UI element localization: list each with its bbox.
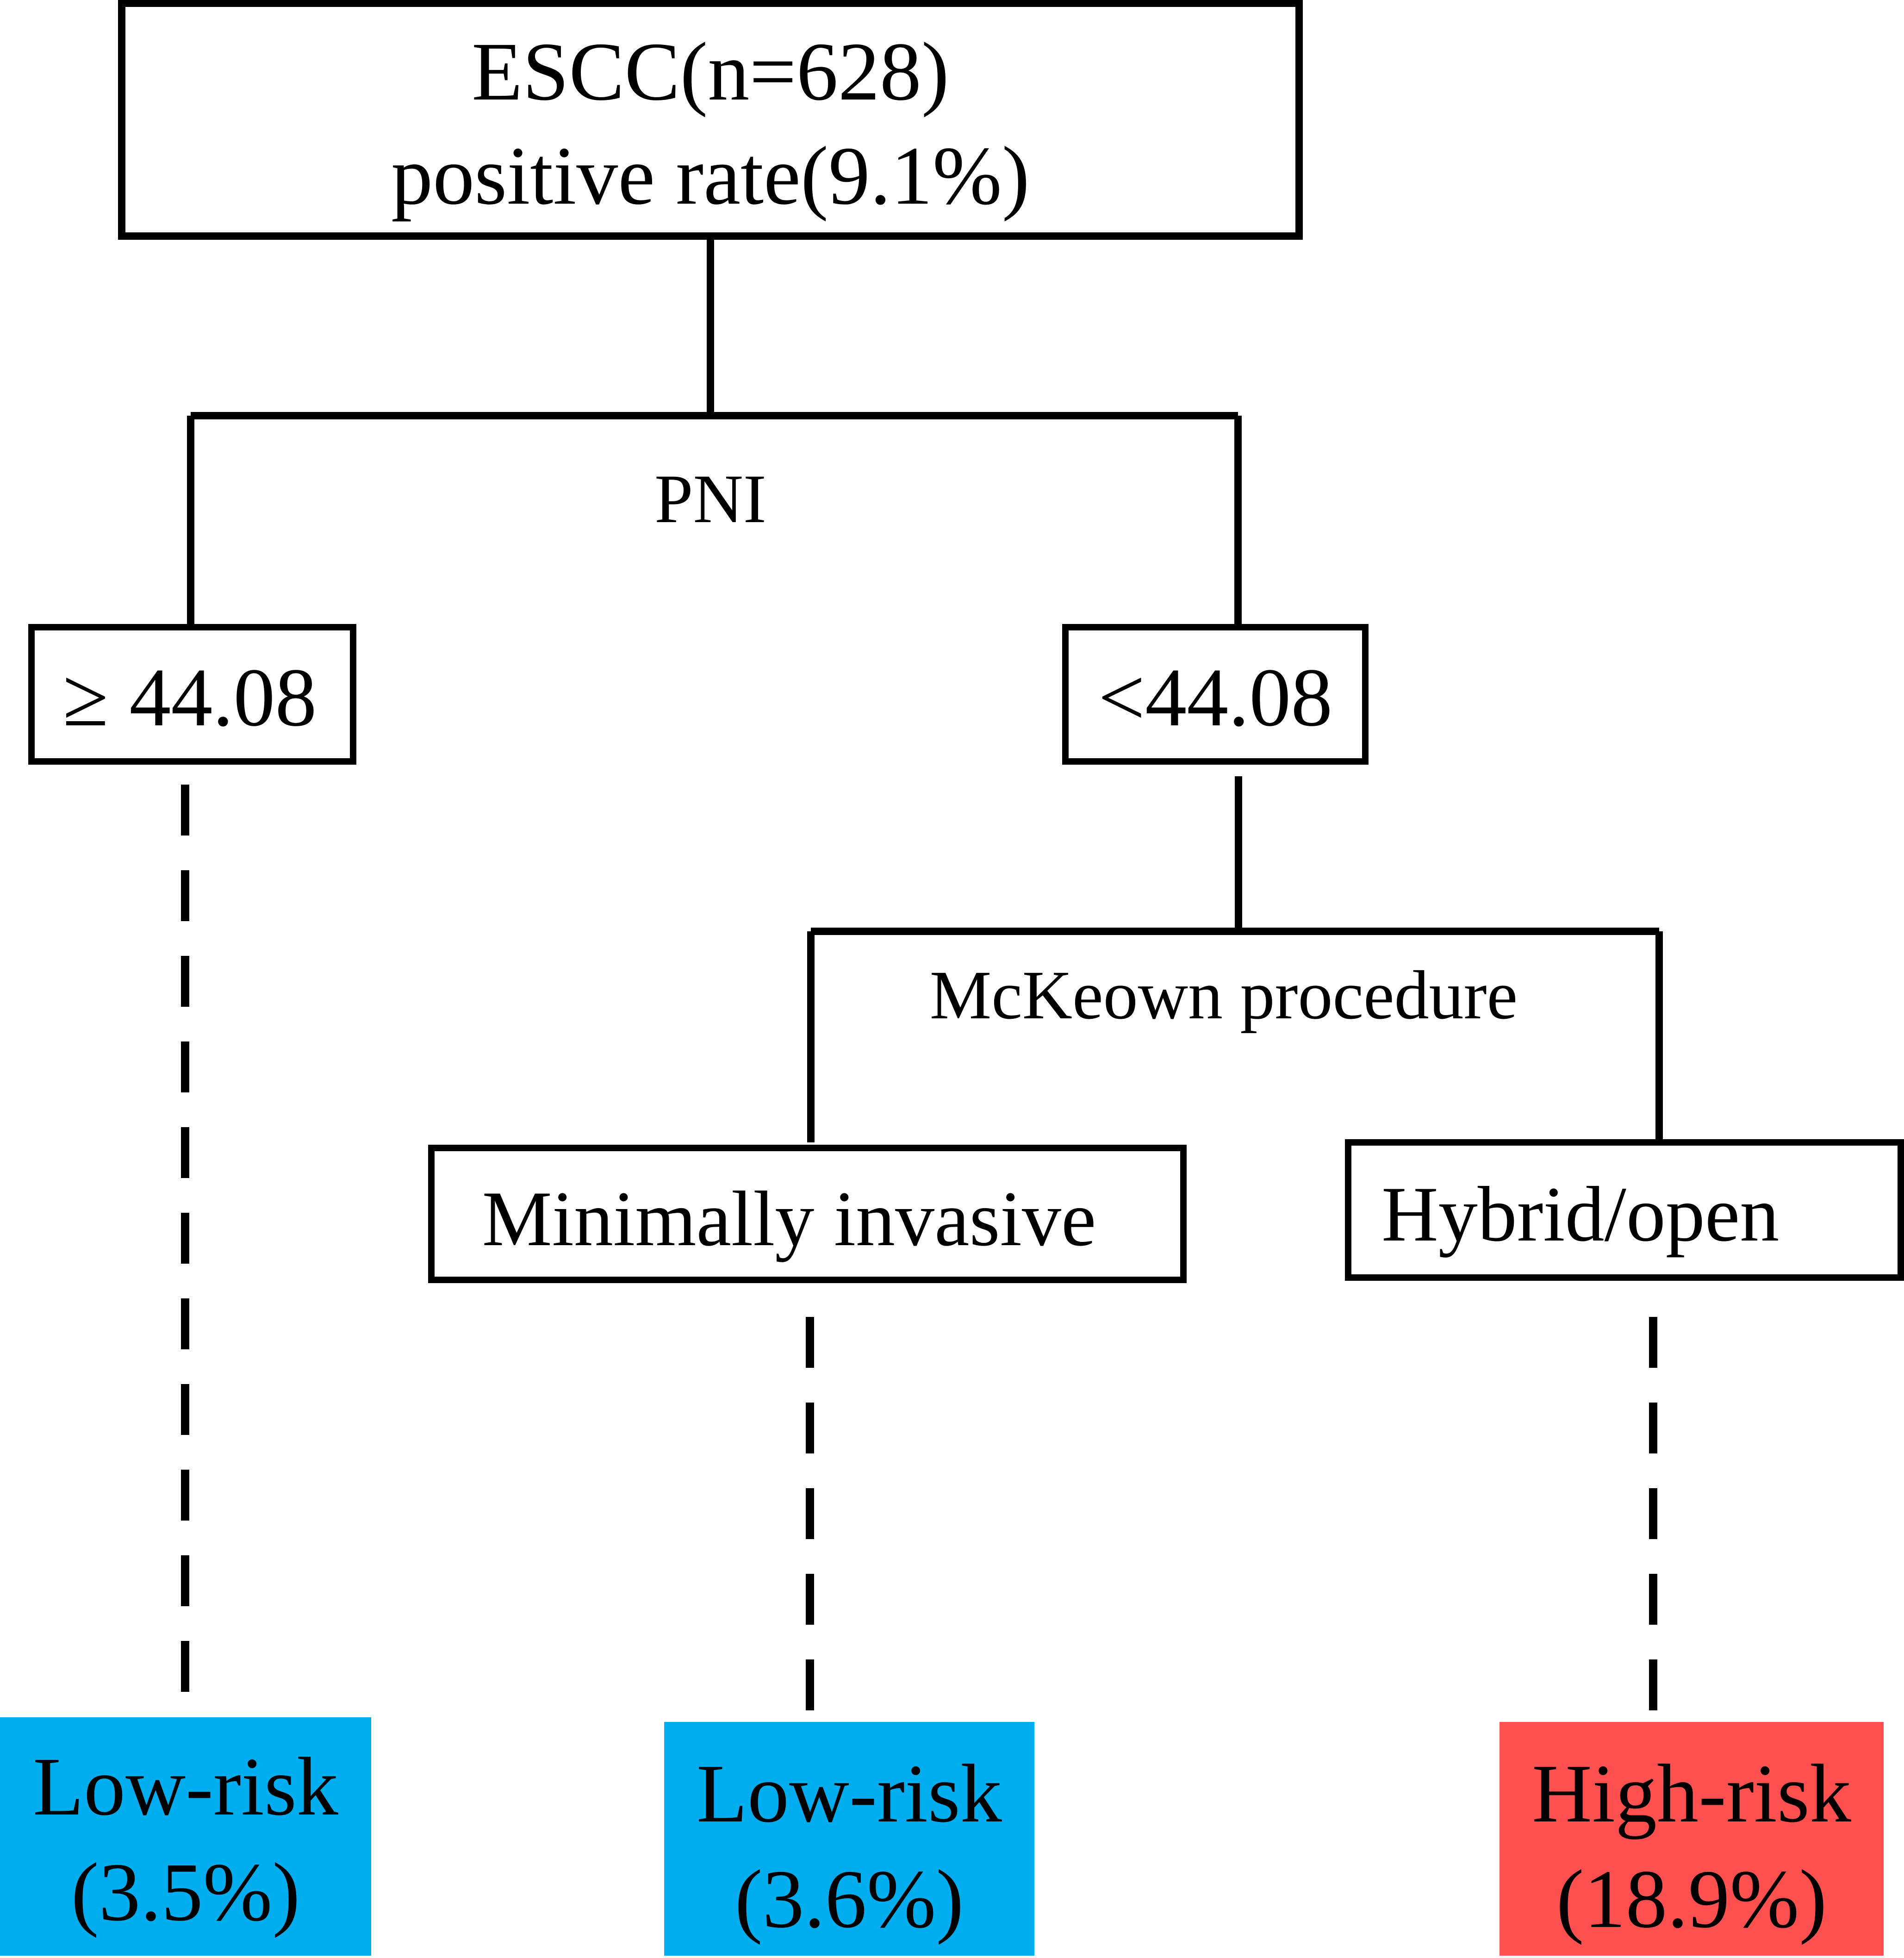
minimally-invasive-node-label: Minimally invasive <box>482 1175 1096 1262</box>
mckeown-split-label: McKeown procedure <box>930 957 1518 1034</box>
root-node-box <box>118 0 1303 240</box>
outcome-risk-label-2: Low-risk <box>697 1747 1002 1840</box>
pni-low-node-label: <44.08 <box>1098 651 1333 743</box>
outcome-rate-label-1: (3.5%) <box>71 1846 300 1938</box>
pni-high-node-label: ≥ 44.08 <box>63 651 317 743</box>
outcome-risk-label-1: Low-risk <box>33 1740 338 1833</box>
outcome-risk-label-3: High-risk <box>1532 1747 1851 1840</box>
outcome-rate-label-2: (3.6%) <box>735 1853 964 1945</box>
hybrid-open-node-box <box>1345 1139 1904 1281</box>
outcome-rate-label-3: (18.9%) <box>1556 1853 1827 1945</box>
outcome-box-3 <box>1500 1722 1884 1956</box>
pni-high-node-box <box>28 624 356 765</box>
root-node-subtitle: positive rate(9.1%) <box>391 130 1030 222</box>
pni-low-node-box <box>1062 624 1369 765</box>
hybrid-open-node-label: Hybrid/open <box>1381 1171 1779 1258</box>
root-node-title: ESCC(n=628) <box>472 25 949 118</box>
outcome-box-2 <box>664 1722 1034 1956</box>
minimally-invasive-node-box <box>428 1145 1187 1283</box>
pni-split-label: PNI <box>654 461 766 537</box>
outcome-box-1 <box>0 1717 371 1956</box>
